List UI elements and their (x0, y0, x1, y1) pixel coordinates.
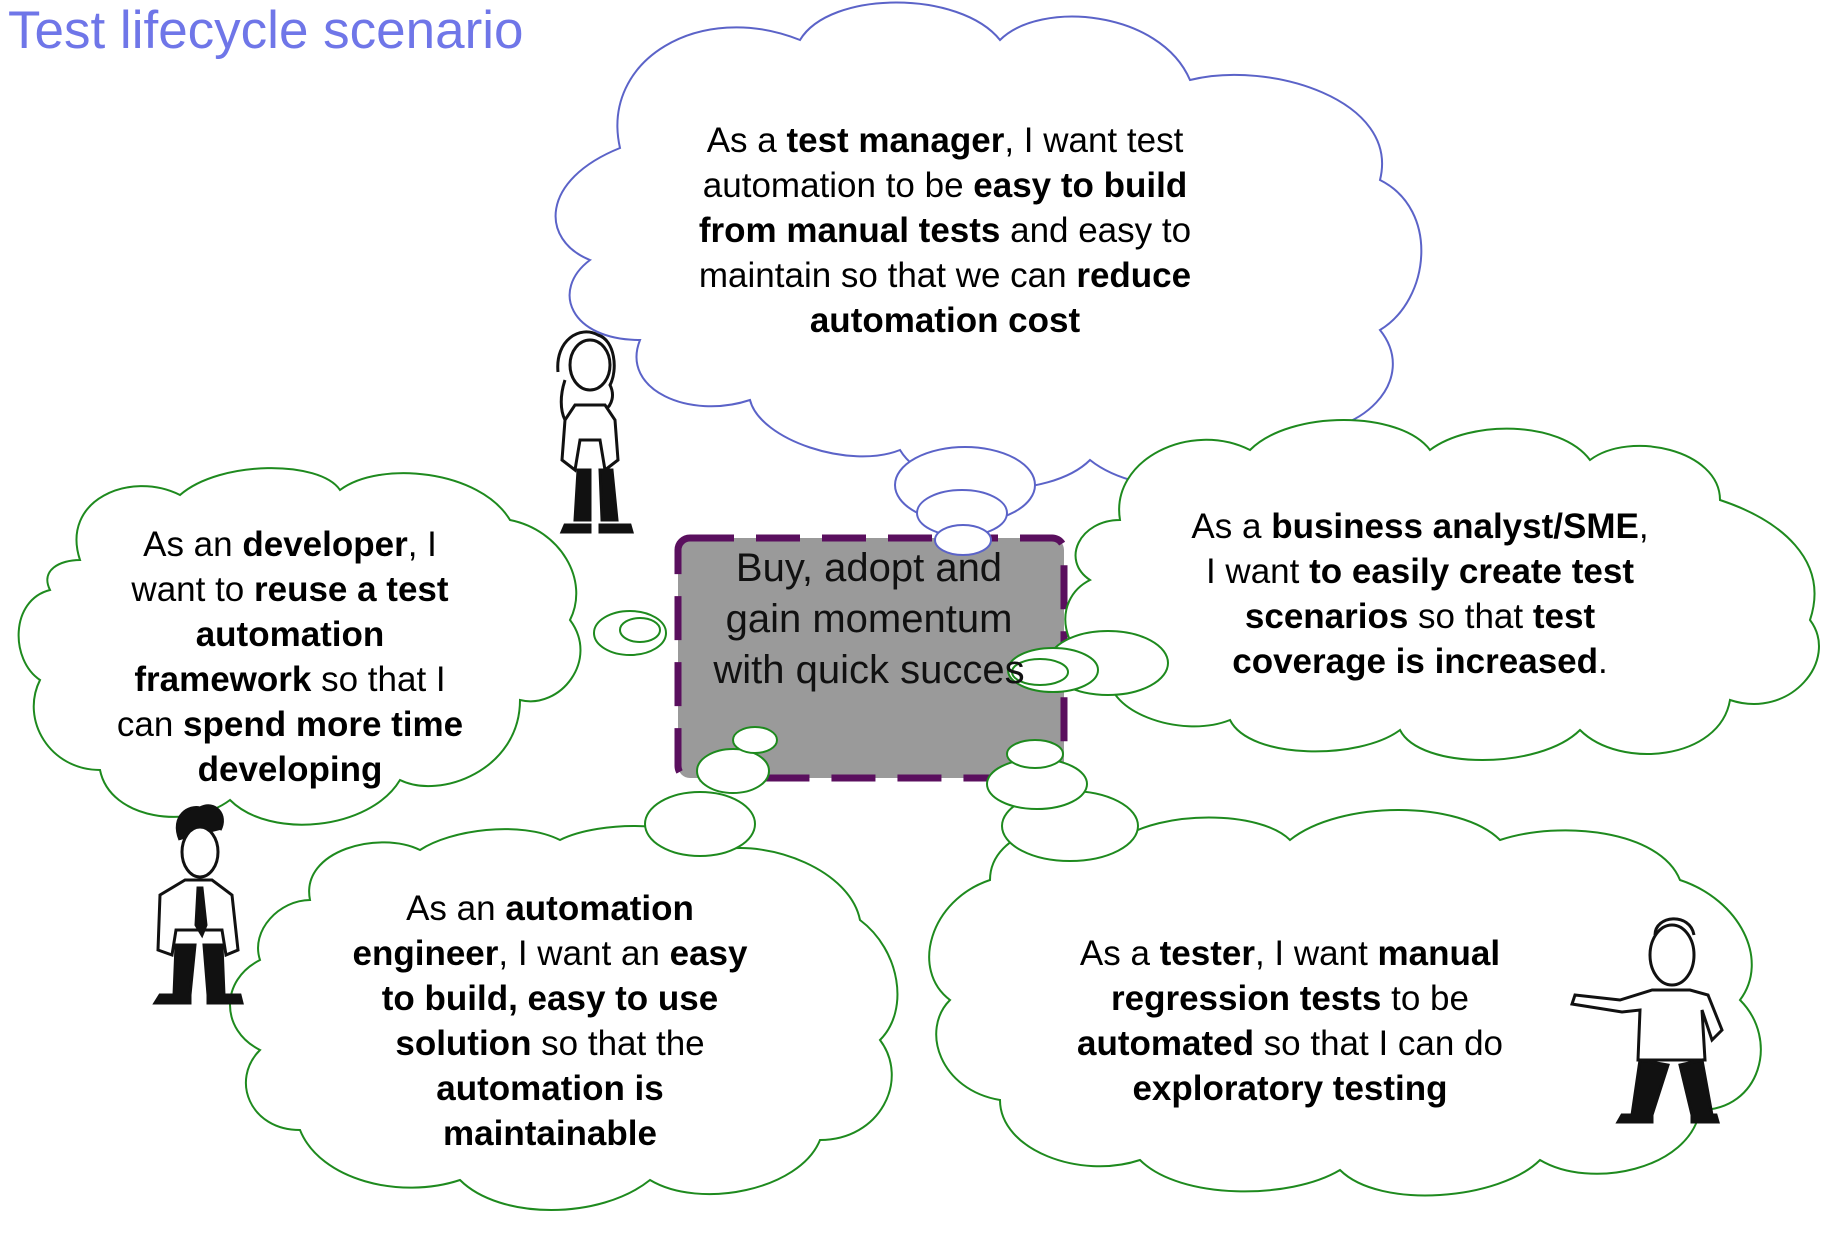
statement-line: As a business analyst/SME, (1140, 504, 1700, 549)
tester-cloud (928, 739, 1762, 1197)
emphasis-text: manual (1377, 934, 1501, 973)
statement-text: , I (407, 525, 437, 564)
statement-line: maintain so that we can reduce (645, 253, 1245, 298)
statement-text: . (1598, 642, 1608, 681)
emphasis-text: scenarios (1244, 597, 1409, 636)
slide-title: Test lifecycle scenario (8, 1, 524, 60)
statement-text: so that the (531, 1024, 705, 1063)
statement-line: engineer, I want an easy (320, 931, 780, 976)
emphasis-text: solution (395, 1024, 532, 1063)
emphasis-text: automated (1076, 1024, 1254, 1063)
developer-cloud (17, 467, 667, 826)
statement-line: As an automation (320, 886, 780, 931)
statement-text: As a (706, 121, 787, 160)
statement-line: framework so that I (70, 657, 510, 702)
woman-figure-icon (556, 330, 634, 534)
emphasis-text: automation (195, 615, 385, 654)
statement-line: automation is (320, 1066, 780, 1111)
test-manager-cloud (554, 1, 1423, 556)
curly-man-figure-icon (152, 804, 244, 1005)
statement-text: and easy to (1000, 211, 1192, 250)
statement-line: exploratory testing (1030, 1066, 1550, 1111)
statement-line: As a tester, I want manual (1030, 931, 1550, 976)
statement-line: developing (70, 747, 510, 792)
business-analyst-cloud (1007, 419, 1820, 761)
emphasis-text: to easily create test (1309, 552, 1634, 591)
statement-line: As a test manager, I want test (645, 118, 1245, 163)
emphasis-text: maintainable (443, 1114, 657, 1153)
center-goal-line: Buy, adopt and (735, 546, 1003, 590)
statement-text: , I want (1254, 934, 1378, 973)
emphasis-text: automation is (436, 1069, 664, 1108)
statement-text: want to (131, 570, 254, 609)
emphasis-text: to build, easy to use (381, 979, 719, 1018)
statement-line: scenarios so that test (1140, 594, 1700, 639)
statement-text: , I want test (1004, 121, 1184, 160)
statement-line: solution so that the (320, 1021, 780, 1066)
man-figure-icon (1570, 917, 1724, 1124)
statement-text: automation to be (702, 166, 974, 205)
statement-text: As an (143, 525, 243, 564)
emphasis-text: easy (669, 934, 748, 973)
statement-line: automation cost (645, 298, 1245, 343)
statement-line: want to reuse a test (70, 567, 510, 612)
emphasis-text: developer (242, 525, 408, 564)
emphasis-text: business analyst/SME (1271, 507, 1639, 546)
emphasis-text: automation (505, 889, 694, 928)
statement-line: maintainable (320, 1111, 780, 1156)
statement-line: As an developer, I (70, 522, 510, 567)
statement-text: , I want an (498, 934, 670, 973)
statement-line: coverage is increased. (1140, 639, 1700, 684)
emphasis-text: test (1532, 597, 1596, 636)
emphasis-text: framework (134, 660, 312, 699)
statement-text: to be (1381, 979, 1469, 1018)
statement-text: maintain so that we can (698, 256, 1077, 295)
statement-line: I want to easily create test (1140, 549, 1700, 594)
statement-text: As an (406, 889, 506, 928)
emphasis-text: spend more time (183, 705, 464, 744)
center-goal-line: gain momentum (725, 597, 1013, 641)
statement-text: As a (1079, 934, 1160, 973)
statement-text: can (116, 705, 184, 744)
statement-line: to build, easy to use (320, 976, 780, 1021)
emphasis-text: reduce (1076, 256, 1192, 295)
statement-text: so that I (311, 660, 446, 699)
statement-text: so that I can do (1253, 1024, 1504, 1063)
emphasis-text: regression tests (1111, 979, 1382, 1018)
statement-line: regression tests to be (1030, 976, 1550, 1021)
statement-text: I want (1205, 552, 1310, 591)
center-goal-text: Buy, adopt and gain momentum with quick … (684, 543, 1054, 696)
emphasis-text: tester (1159, 934, 1255, 973)
statement-line: from manual tests and easy to (645, 208, 1245, 253)
emphasis-text: reuse a test (254, 570, 449, 609)
emphasis-text: from manual tests (698, 211, 1001, 250)
emphasis-text: test manager (786, 121, 1005, 160)
statement-text: As a (1191, 507, 1272, 546)
emphasis-text: easy to build (973, 166, 1188, 205)
emphasis-text: engineer (352, 934, 499, 973)
statement-line: can spend more time (70, 702, 510, 747)
emphasis-text: automation cost (809, 301, 1081, 340)
statement-line: automation (70, 612, 510, 657)
center-goal-line: with quick succes (713, 648, 1025, 692)
automation-engineer-cloud (229, 726, 899, 1211)
statement-text: , (1638, 507, 1649, 546)
emphasis-text: coverage is increased (1232, 642, 1599, 681)
emphasis-text: exploratory testing (1132, 1069, 1448, 1108)
business-analyst-statement: As a business analyst/SME,I want to easi… (1140, 504, 1700, 684)
statement-line: automated so that I can do (1030, 1021, 1550, 1066)
statement-text: so that (1408, 597, 1533, 636)
emphasis-text: developing (197, 750, 383, 789)
statement-line: automation to be easy to build (645, 163, 1245, 208)
